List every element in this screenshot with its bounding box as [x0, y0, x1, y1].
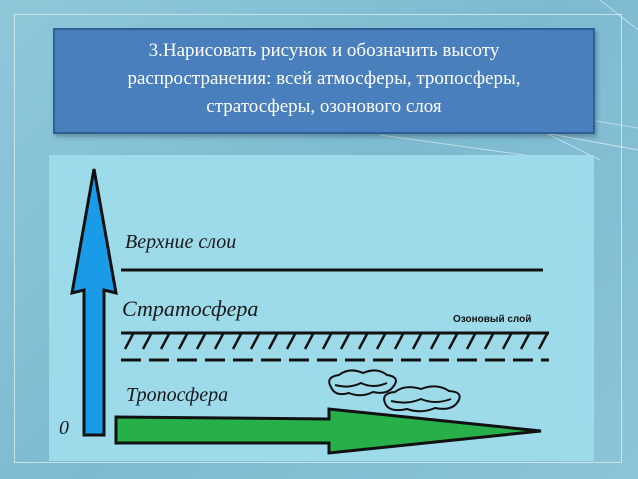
diagram-panel: Верхние слои Стратосфера Озоновый слой Т…: [49, 155, 594, 461]
title-line-2: распространения: всей атмосферы, тропосф…: [127, 68, 521, 89]
troposphere-arrow: [114, 407, 542, 455]
label-troposphere: Тропосфера: [126, 384, 229, 406]
label-stratosphere: Стратосфера: [122, 296, 259, 321]
ozone-hatching: [123, 333, 549, 350]
title-box: 3.Нарисовать рисунок и обозначить высоту…: [53, 28, 595, 134]
slide-frame: [14, 14, 622, 463]
cloud-icon: [328, 369, 397, 397]
label-upper-layers: Верхние слои: [125, 231, 237, 253]
title-line-3: стратосферы, озонового слоя: [206, 96, 442, 117]
cloud-icon-2: [383, 385, 461, 413]
title-line-1: 3.Нарисовать рисунок и обозначить высоту: [148, 40, 500, 61]
altitude-arrow: [70, 168, 118, 437]
label-ozone-layer: Озоновый слой: [453, 314, 532, 325]
label-origin: 0: [59, 417, 69, 439]
diagram-drawing: [70, 168, 549, 455]
